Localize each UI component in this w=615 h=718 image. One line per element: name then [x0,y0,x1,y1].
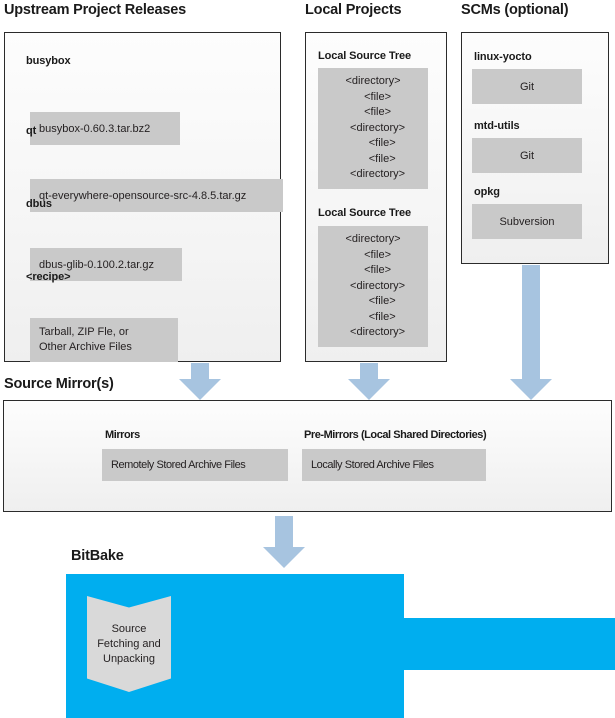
bitbake-body-extension [404,618,615,670]
upstream-item-label-busybox: busybox [26,55,71,67]
scm-item-value-opkg: Subversion [472,204,582,239]
upstream-item-label-recipe: <recipe> [26,271,71,283]
local-source-tree-value-1: <directory> <file> <file> <directory> <f… [318,68,428,189]
upstream-item-label-dbus: dbus [26,198,52,210]
local-source-tree-label-2: Local Source Tree [318,207,412,219]
local-source-tree-label-1: Local Source Tree [318,50,412,62]
upstream-item-label-qt: qt [26,125,37,137]
mirrors-value: Remotely Stored Archive Files [102,449,288,481]
arrow-upstream-to-mirrors [179,363,221,400]
upstream-panel: busybox busybox-0.60.3.tar.bz2 qt qt-eve… [4,32,283,362]
upstream-item-value-qt: qt-everywhere-opensource-src-4.8.5.tar.g… [30,179,283,212]
mirrors-label: Mirrors [105,429,140,441]
arrow-local-projects-to-mirrors [348,363,390,400]
scm-item-label-mtd-utils: mtd-utils [474,120,520,132]
pre-mirrors-value: Locally Stored Archive Files [302,449,486,481]
scm-item-label-opkg: opkg [474,186,500,198]
arrow-mirrors-to-bitbake [263,516,305,568]
upstream-item-value-recipe: Tarball, ZIP Fle, or Other Archive Files [30,318,178,362]
scm-item-value-linux-yocto: Git [472,69,582,104]
local-projects-heading: Local Projects [305,2,402,18]
arrow-scms-to-mirrors [510,265,552,400]
pre-mirrors-label: Pre-Mirrors (Local Shared Directories) [304,429,487,441]
scm-item-label-linux-yocto: linux-yocto [474,51,532,63]
scms-heading: SCMs (optional) [461,2,569,18]
upstream-heading: Upstream Project Releases [4,2,186,18]
scm-item-value-mtd-utils: Git [472,138,582,173]
source-mirrors-heading: Source Mirror(s) [4,376,114,392]
upstream-item-value-busybox: busybox-0.60.3.tar.bz2 [30,112,180,145]
bitbake-heading: BitBake [71,548,124,564]
local-source-tree-value-2: <directory> <file> <file> <directory> <f… [318,226,428,347]
source-fetching-unpacking-stage: Source Fetching and Unpacking [87,596,171,692]
upstream-item-value-dbus: dbus-glib-0.100.2.tar.gz [30,248,182,281]
